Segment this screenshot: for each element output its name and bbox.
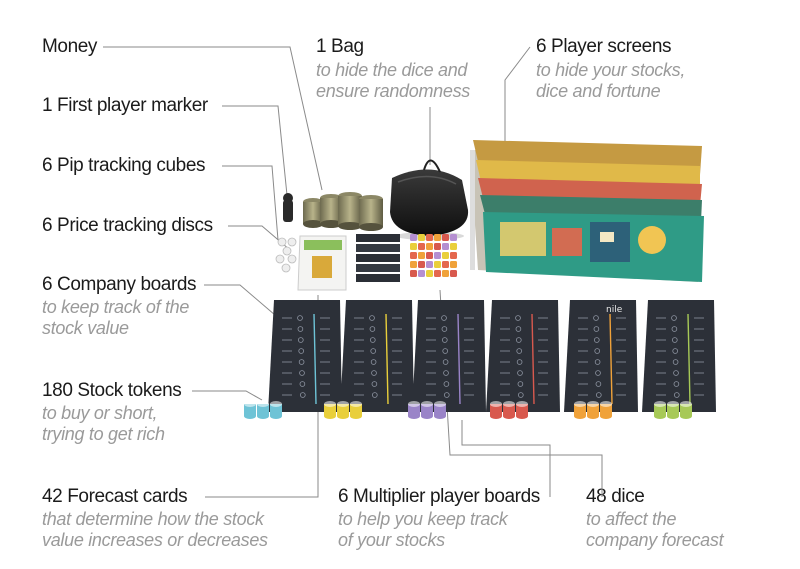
company-boards-label: 6 Company boards: [42, 274, 197, 295]
first-player-marker-label: 1 First player marker: [42, 95, 208, 116]
first-player-marker: [283, 193, 293, 222]
company-boards-desc-1: to keep track of the: [42, 297, 190, 317]
company-boards-leader: [204, 284, 276, 316]
screens-leader: [504, 46, 531, 165]
die: [410, 243, 417, 250]
die: [410, 270, 417, 277]
stock-token: [680, 401, 692, 419]
forecast-cards-deck: [297, 235, 347, 291]
company-board: [268, 300, 342, 412]
bag-desc-1: to hide the dice and: [316, 60, 468, 80]
player-screens: [470, 140, 704, 282]
die: [450, 243, 457, 250]
player-screens-label: 6 Player screens: [536, 36, 672, 57]
company-board: [486, 300, 560, 412]
stock-token: [574, 401, 586, 419]
dice-desc-1: to affect the: [586, 509, 677, 529]
stock-token: [337, 401, 349, 419]
stock-token: [270, 401, 282, 419]
stock-tokens: [244, 401, 692, 419]
die: [410, 261, 417, 268]
die: [434, 270, 441, 277]
multiplier-boards-stack: [356, 234, 400, 282]
company-board: [340, 300, 414, 412]
die: [418, 270, 425, 277]
die: [450, 261, 457, 268]
stock-tokens-leader: [192, 390, 263, 401]
die: [426, 252, 433, 259]
dice-bag: [390, 159, 469, 240]
price-tracking-discs: [275, 237, 297, 273]
stock-token: [421, 401, 433, 419]
die: [418, 252, 425, 259]
dice-label: 48 dice: [586, 486, 645, 507]
stock-token: [257, 401, 269, 419]
player-screens-desc-2: dice and fortune: [536, 81, 661, 101]
die: [450, 270, 457, 277]
price-discs-label: 6 Price tracking discs: [42, 215, 213, 236]
multiplier-boards-desc-2: of your stocks: [338, 530, 445, 550]
multiplier-boards-label: 6 Multiplier player boards: [338, 486, 540, 507]
die: [450, 234, 457, 241]
die: [426, 234, 433, 241]
stock-token: [667, 401, 679, 419]
dice-grid: [410, 234, 457, 277]
player-screens-desc-1: to hide your stocks,: [536, 60, 686, 80]
die: [426, 243, 433, 250]
stock-token: [490, 401, 502, 419]
die: [442, 261, 449, 268]
money-label: Money: [42, 36, 98, 57]
leader-lines: [103, 46, 603, 498]
multiplier-leader: [461, 420, 551, 497]
stock-token: [587, 401, 599, 419]
first-player-leader: [222, 105, 289, 206]
company-boards: nile: [268, 300, 716, 412]
stock-tokens-desc-2: trying to get rich: [42, 424, 165, 444]
die: [434, 234, 441, 241]
forecast-cards-label: 42 Forecast cards: [42, 486, 188, 507]
stock-token: [434, 401, 446, 419]
stock-token: [324, 401, 336, 419]
die: [442, 243, 449, 250]
die: [442, 234, 449, 241]
company-board: nile: [564, 300, 638, 412]
company-board: [642, 300, 716, 412]
company-boards-desc-2: stock value: [42, 318, 129, 338]
die: [434, 243, 441, 250]
money-leader: [103, 46, 323, 191]
die: [410, 252, 417, 259]
forecast-cards-desc-1: that determine how the stock: [42, 509, 264, 529]
stock-token: [350, 401, 362, 419]
die: [418, 261, 425, 268]
dice-desc-2: company forecast: [586, 530, 724, 550]
die: [434, 252, 441, 259]
company-name: nile: [606, 305, 623, 315]
stock-token: [503, 401, 515, 419]
die: [426, 270, 433, 277]
money-coins: [303, 192, 383, 231]
die: [434, 261, 441, 268]
die: [418, 234, 425, 241]
die: [426, 261, 433, 268]
stock-tokens-desc-1: to buy or short,: [42, 403, 158, 423]
stock-token: [516, 401, 528, 419]
die: [442, 252, 449, 259]
die: [418, 243, 425, 250]
die: [450, 252, 457, 259]
bag-desc-2: ensure randomness: [316, 81, 470, 101]
stock-token: [244, 401, 256, 419]
pip-cubes-leader: [222, 165, 279, 241]
die: [410, 234, 417, 241]
forecast-cards-desc-2: value increases or decreases: [42, 530, 268, 550]
bag-label: 1 Bag: [316, 36, 364, 57]
company-board: [412, 300, 486, 412]
die: [442, 270, 449, 277]
multiplier-boards-desc-1: to help you keep track: [338, 509, 508, 529]
stock-token: [408, 401, 420, 419]
stock-token: [654, 401, 666, 419]
stock-tokens-label: 180 Stock tokens: [42, 380, 182, 401]
stock-token: [600, 401, 612, 419]
pip-cubes-label: 6 Pip tracking cubes: [42, 155, 206, 176]
